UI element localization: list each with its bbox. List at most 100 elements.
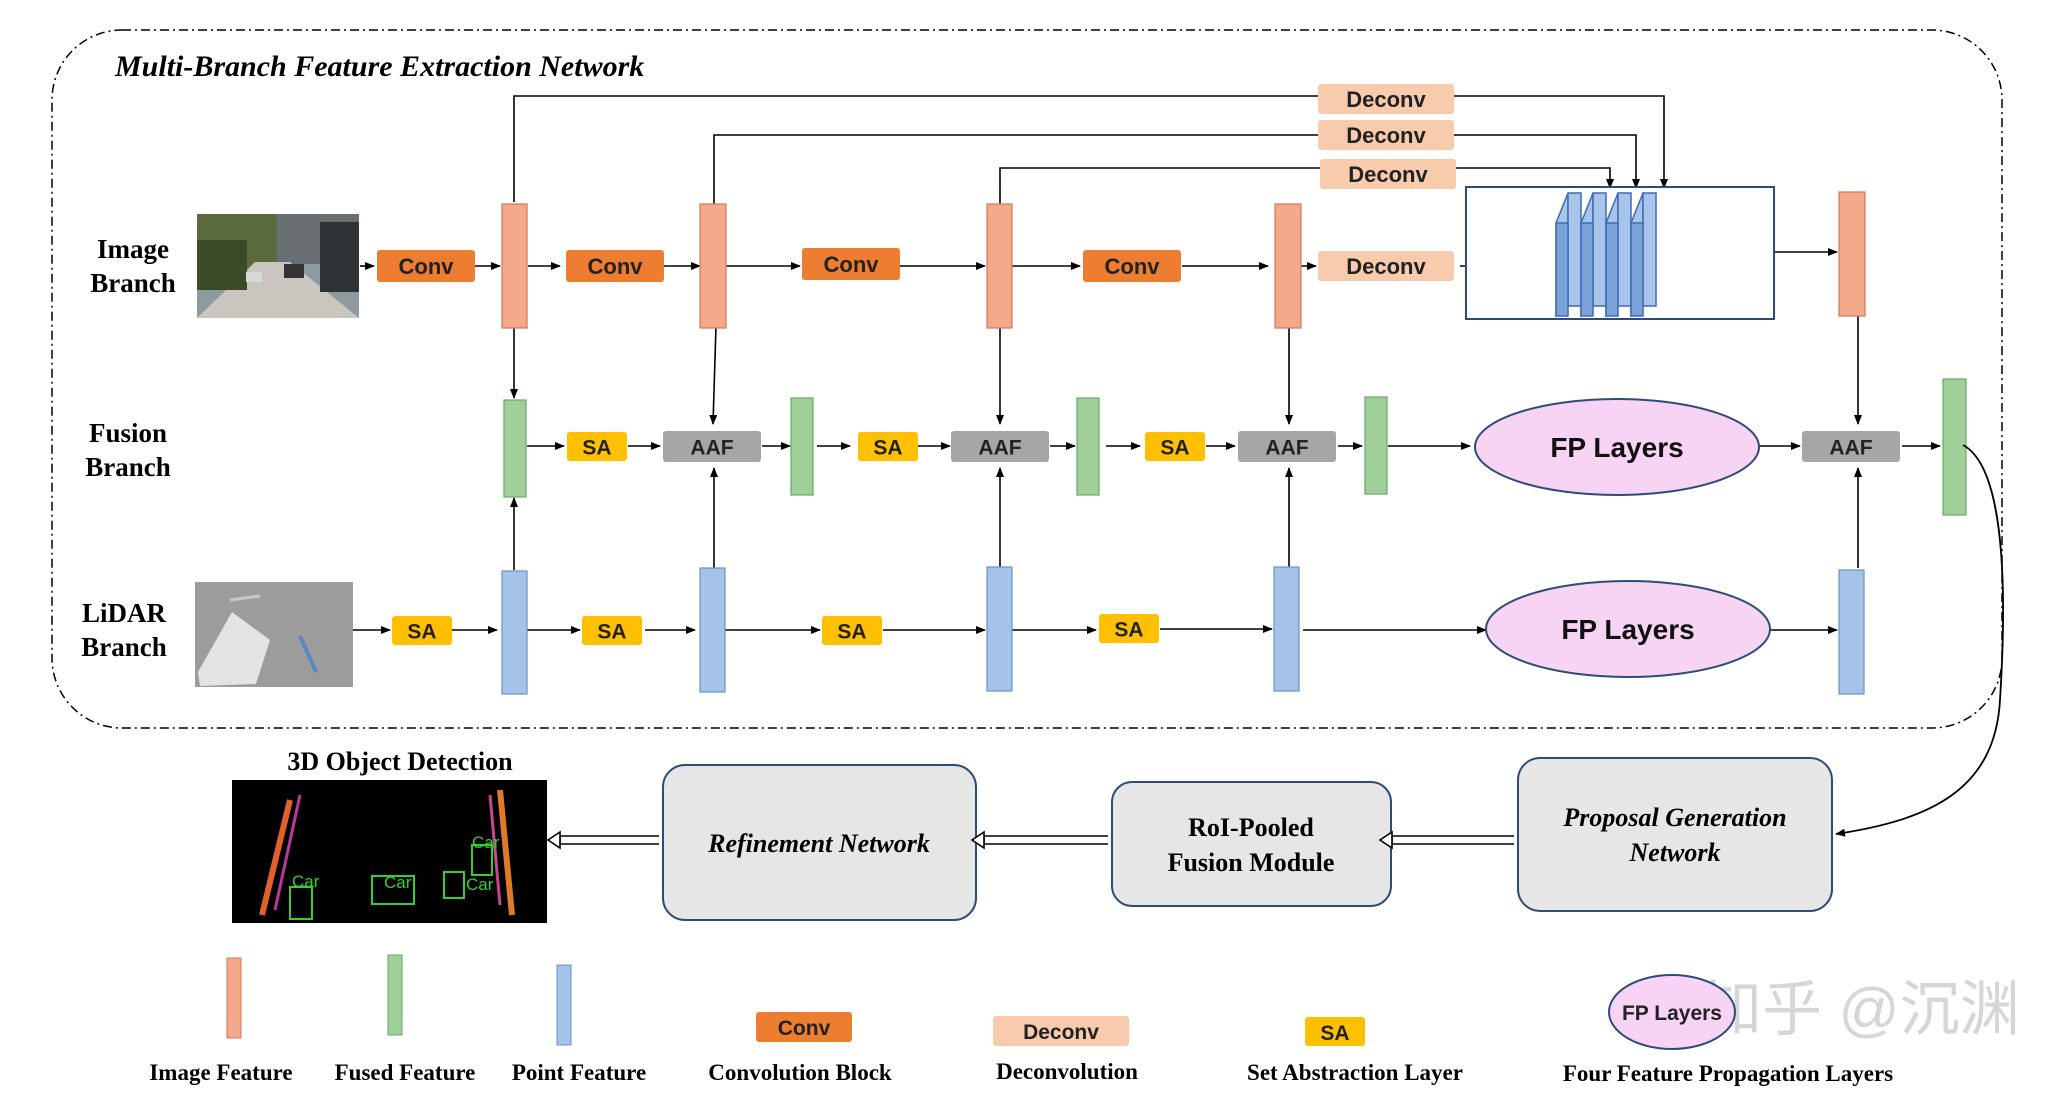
sa-block-7: SA [1099,614,1159,643]
point-feature-map-4 [1273,566,1300,692]
conv-block-1: Conv [377,250,475,282]
watermark: 知乎 @沉渊 [1702,976,2020,1043]
conv-block-3: Conv [802,248,900,280]
aaf-block-3: AAF [1238,431,1336,462]
legend-point-feature-label: Point Feature [512,1060,646,1085]
legend-point-feature-swatch [556,964,572,1046]
svg-text:Conv: Conv [778,1017,831,1040]
feature-map-stack [1465,186,1775,320]
svg-text:AAF: AAF [1829,437,1872,460]
lidar-point-cloud-image [195,582,353,687]
image-feature-map-2 [699,203,727,329]
svg-text:SA: SA [582,437,611,460]
svg-text:AAF: AAF [1265,437,1308,460]
fused-feature-map-5 [1942,378,1967,516]
legend-fused-feature-label: Fused Feature [335,1060,476,1085]
flow-arrow [709,325,718,425]
car-label-1: Car [292,872,320,891]
car-label-3: Car [466,875,494,894]
svg-text:FP Layers: FP Layers [1622,1002,1722,1025]
pipeline-arrows [546,830,1514,850]
sa-block-2: SA [858,432,918,461]
road-scene-image [197,214,359,318]
svg-text:Conv: Conv [1105,254,1161,279]
fused-feature-map-4 [1364,396,1388,495]
fusion-to-proposal-arrow [1835,444,2004,837]
svg-text:FP Layers: FP Layers [1550,432,1683,463]
deconv-block-4: Deconv [1318,251,1454,281]
svg-text:Deconv: Deconv [1348,162,1428,187]
svg-text:SA: SA [837,621,866,644]
sa-block-4: SA [392,616,452,645]
svg-text:SA: SA [1114,619,1143,642]
svg-text:AAF: AAF [978,437,1021,460]
fused-feature-map-1 [503,399,527,498]
svg-text:Deconv: Deconv [1346,254,1426,279]
svg-text:SA: SA [1160,437,1189,460]
fp-layers-1: FP Layers [1474,398,1760,496]
fp-layers-2: FP Layers [1485,580,1771,678]
aaf-block-4: AAF [1802,431,1900,462]
conv-block-2: Conv [566,250,664,282]
legend-image-feature-label: Image Feature [149,1060,292,1085]
legend-sa-swatch [1305,1017,1365,1046]
svg-text:SA: SA [597,621,626,644]
sa-block-1: SA [567,432,627,461]
image-feature-map-4 [1274,203,1302,329]
legend: Conv Deconv SA FP Layers Image Feature F… [149,954,1893,1086]
detection-result-image: Car Car Car Car [232,780,547,923]
conv-block-4: Conv [1083,250,1181,282]
legend-sa-layer-label: Set Abstraction Layer [1247,1060,1463,1085]
svg-text:Deconv: Deconv [1023,1021,1099,1044]
deconv-block-3: Deconv [1320,159,1456,189]
legend-conv-block-label: Convolution Block [708,1060,892,1085]
legend-fp-swatch [1608,974,1736,1050]
sa-block-6: SA [822,616,882,645]
svg-text:Conv: Conv [399,254,455,279]
network-container [51,29,2003,729]
svg-text:Conv: Conv [588,254,644,279]
legend-fused-feature-swatch [387,954,403,1036]
car-label-2: Car [384,873,412,892]
legend-fp-layers-label: Four Feature Propagation Layers [1563,1061,1893,1086]
fused-feature-map-3 [1076,397,1100,496]
svg-text:AAF: AAF [690,437,733,460]
legend-deconv-swatch [993,1016,1129,1046]
car-label-4: Car [472,833,500,852]
svg-text:SA: SA [407,621,436,644]
legend-image-feature-swatch [226,957,242,1039]
svg-text:Deconv: Deconv [1346,123,1426,148]
aaf-block-2: AAF [951,431,1049,462]
svg-text:FP Layers: FP Layers [1561,614,1694,645]
legend-deconvolution-label: Deconvolution [996,1059,1138,1084]
svg-text:SA: SA [873,437,902,460]
point-feature-map-2 [699,567,726,693]
deconv-block-2: Deconv [1318,120,1454,150]
flow-arrow [713,134,1640,230]
network-title: Multi-Branch Feature Extraction Network [114,50,644,83]
aaf-block-1: AAF [663,431,761,462]
flow-arrow [513,95,1668,202]
svg-text:Conv: Conv [824,252,880,277]
image-feature-map-3 [986,203,1013,329]
legend-conv-swatch [756,1012,852,1042]
deconv-block-1: Deconv [1318,84,1454,114]
image-feature-map-5 [1838,191,1866,317]
point-feature-map-1 [501,570,528,695]
refinement-network: Refinement Network [662,764,977,921]
image-feature-map-1 [501,203,528,329]
point-feature-map-5 [1838,569,1865,695]
svg-text:Refinement Network: Refinement Network [707,829,930,858]
detection-title: 3D Object Detection [287,747,513,776]
svg-text:SA: SA [1320,1022,1349,1045]
fused-feature-map-2 [790,397,814,496]
sa-block-5: SA [582,616,642,645]
